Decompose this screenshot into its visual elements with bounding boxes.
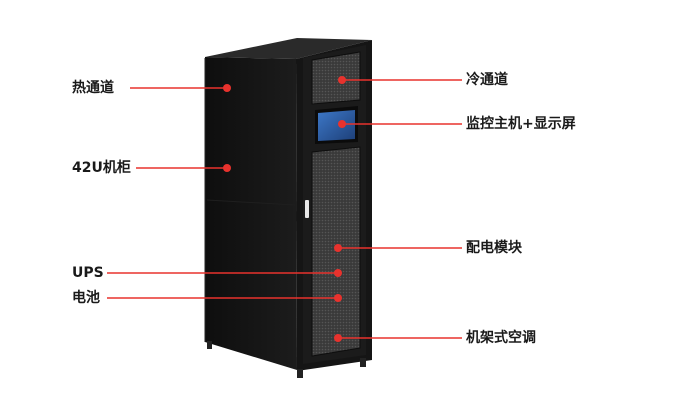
callout-dots [223, 76, 346, 342]
cabinet-foot [207, 341, 212, 349]
callout-dot-power-distribution-module [334, 244, 342, 252]
cabinet-foot [297, 369, 303, 378]
cabinet-side-panel [205, 57, 297, 370]
label-power-distribution-module: 配电模块 [466, 240, 522, 256]
callout-dot-rack-mounted-ac [334, 334, 342, 342]
callout-dot-ups [334, 269, 342, 277]
label-monitor-host-display: 监控主机+显示屏 [466, 116, 576, 132]
label-battery: 电池 [72, 290, 100, 306]
callout-lines [107, 79, 462, 339]
label-hot-aisle: 热通道 [72, 80, 114, 96]
label-rack-42u: 42U机柜 [72, 160, 131, 176]
door-handle [305, 200, 309, 218]
label-ups: UPS [72, 265, 104, 281]
cabinet-foot [360, 358, 366, 367]
callout-dot-battery [334, 294, 342, 302]
cabinet-top [205, 38, 372, 59]
callout-dot-hot-aisle [223, 84, 231, 92]
callout-dot-cold-aisle [338, 76, 346, 84]
monitor-screen [318, 110, 355, 141]
callout-dot-monitor-host-display [338, 120, 346, 128]
top-mesh-panel [311, 51, 361, 105]
label-rack-mounted-ac: 机架式空调 [466, 330, 536, 346]
label-cold-aisle: 冷通道 [466, 72, 508, 88]
lower-mesh-panel [311, 146, 361, 357]
callout-dot-rack-42u [223, 164, 231, 172]
